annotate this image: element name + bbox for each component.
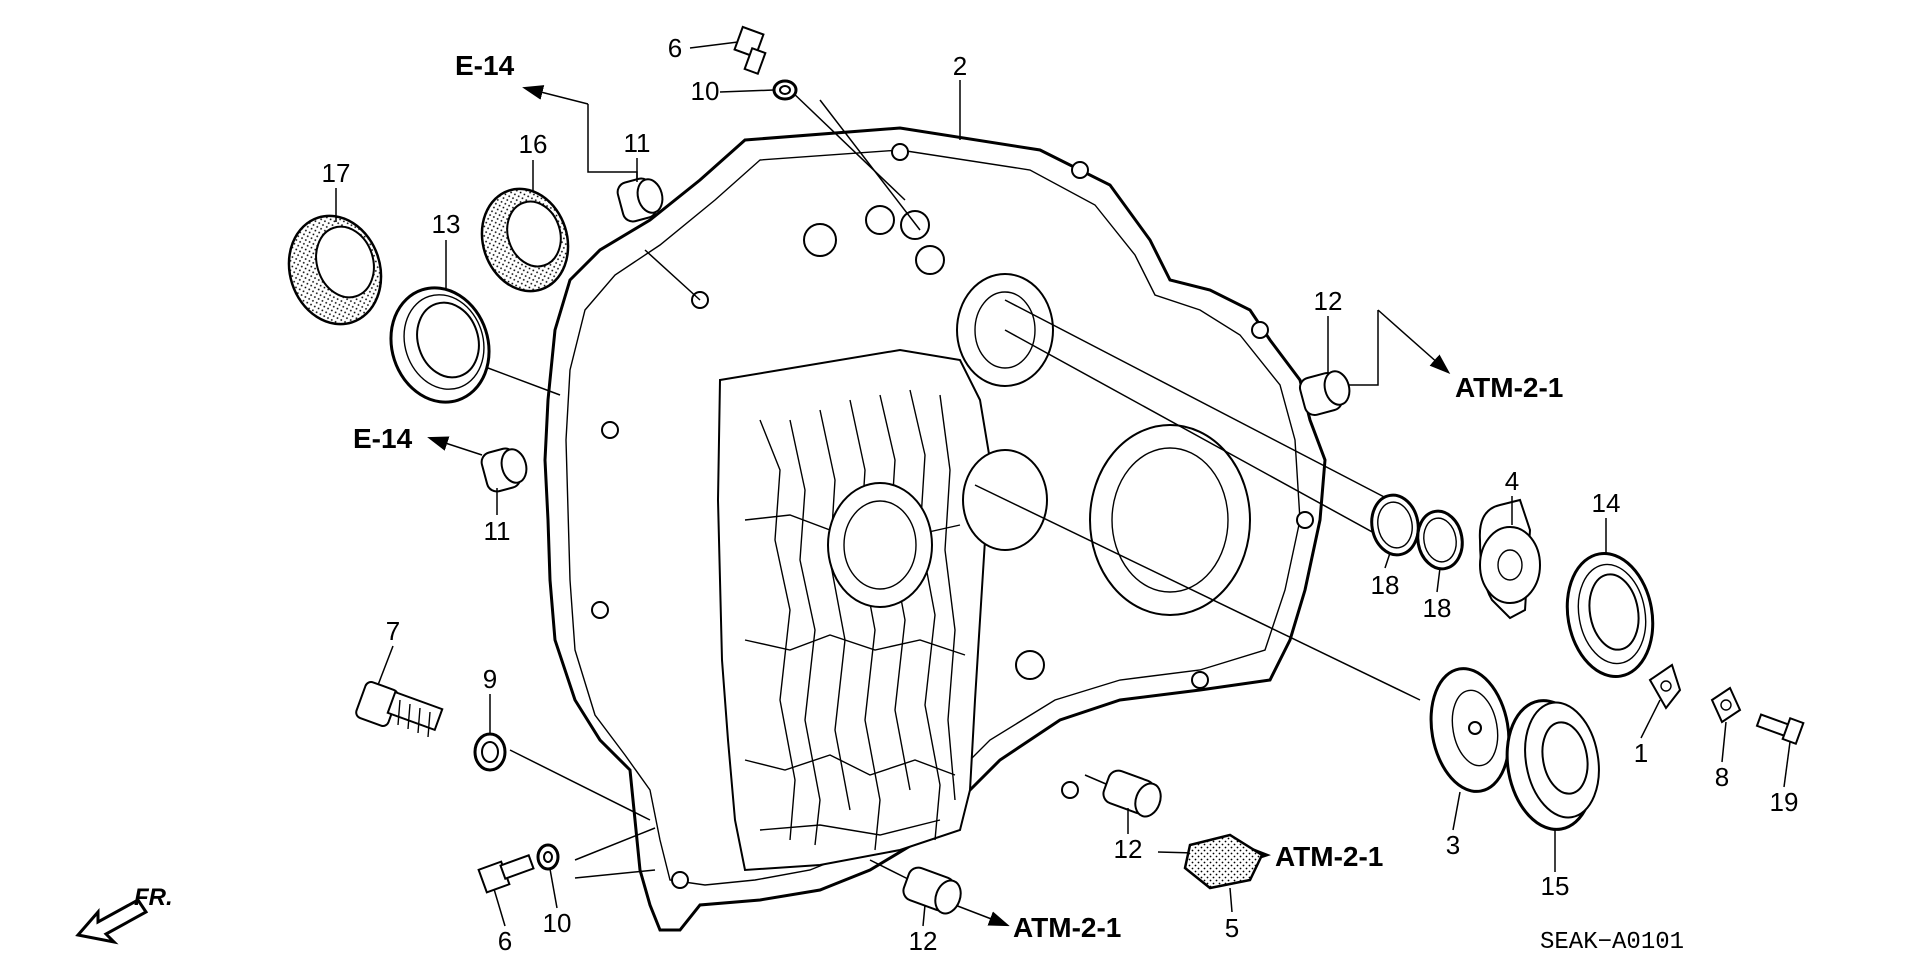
callout-7: 7 — [386, 616, 400, 646]
ref-atm-bottom: ATM-2-1 — [1013, 912, 1121, 943]
callout-11-top: 11 — [624, 128, 651, 158]
callout-1: 1 — [1634, 738, 1648, 768]
part-12-dowel-pin-right — [1298, 370, 1351, 417]
callout-10-top: 10 — [691, 76, 720, 106]
callout-12-bottom: 12 — [909, 926, 938, 956]
leader-lines — [479, 80, 1421, 881]
part-15-roller-bearing — [1505, 699, 1600, 831]
callout-9: 9 — [483, 664, 497, 694]
part-11-dowel-pin-top — [616, 177, 664, 223]
part-1-lock-plate — [1648, 663, 1682, 710]
callout-18-left: 18 — [1371, 570, 1400, 600]
part-7-plug — [355, 681, 444, 738]
callout-19: 19 — [1770, 787, 1799, 817]
part-16-oil-seal — [480, 187, 570, 293]
callout-11-mid: 11 — [484, 516, 511, 546]
part-10-washer-top — [772, 79, 798, 101]
callout-3: 3 — [1446, 830, 1460, 860]
front-direction-arrow: FR. — [75, 884, 173, 945]
part-11-dowel-pin-mid — [480, 447, 528, 493]
part-3-shim — [1429, 667, 1511, 793]
ref-e14-mid: E-14 — [353, 423, 413, 454]
callout-17: 17 — [322, 158, 351, 188]
part-12-dowel-pin-bottom — [902, 866, 962, 915]
part-9-washer — [473, 732, 507, 772]
callout-13: 13 — [432, 209, 461, 239]
part-14-ball-bearing — [1565, 552, 1655, 678]
part-19-bolt — [1755, 713, 1805, 746]
fr-label: FR. — [134, 884, 173, 911]
part-4-bearing-cap — [1478, 498, 1541, 620]
part-18-o-ring-left — [1370, 493, 1420, 557]
callout-14: 14 — [1592, 488, 1621, 518]
diagram-code: SEAK−A0101 — [1540, 929, 1684, 956]
ref-atm-right: ATM-2-1 — [1455, 372, 1563, 403]
part-18-o-ring-right — [1416, 509, 1464, 571]
callout-numbers: 1 2 3 4 5 6 6 7 8 9 10 10 11 11 12 12 12… — [322, 33, 1799, 956]
part-12-dowel-pin-mid — [1102, 769, 1162, 818]
callout-leaders — [335, 41, 1791, 927]
part-5-filter — [1183, 833, 1264, 890]
part-6-bolt-top — [733, 25, 767, 76]
callout-18-right: 18 — [1423, 593, 1452, 623]
part-13-ball-bearing — [389, 286, 491, 404]
callout-15: 15 — [1541, 871, 1570, 901]
callout-6-bottom: 6 — [498, 926, 512, 956]
callout-16: 16 — [519, 129, 548, 159]
callout-10-bottom: 10 — [543, 908, 572, 938]
callout-5: 5 — [1225, 913, 1239, 943]
part-17-oil-seal — [287, 214, 383, 326]
ref-e14-top: E-14 — [455, 50, 515, 81]
callout-12-mid: 12 — [1114, 834, 1143, 864]
callout-4: 4 — [1505, 466, 1519, 496]
part-10-washer-bottom — [536, 843, 560, 871]
callout-2: 2 — [953, 51, 967, 81]
part-8-lock-tab — [1710, 686, 1742, 724]
callout-8: 8 — [1715, 762, 1729, 792]
callout-12-right: 12 — [1314, 286, 1343, 316]
transmission-housing — [543, 126, 1327, 932]
callout-6-top: 6 — [668, 33, 682, 63]
ref-atm-mid: ATM-2-1 — [1275, 841, 1383, 872]
reference-labels: E-14 E-14 ATM-2-1 ATM-2-1 ATM-2-1 — [353, 50, 1563, 943]
part-6-bolt-bottom — [477, 854, 535, 894]
